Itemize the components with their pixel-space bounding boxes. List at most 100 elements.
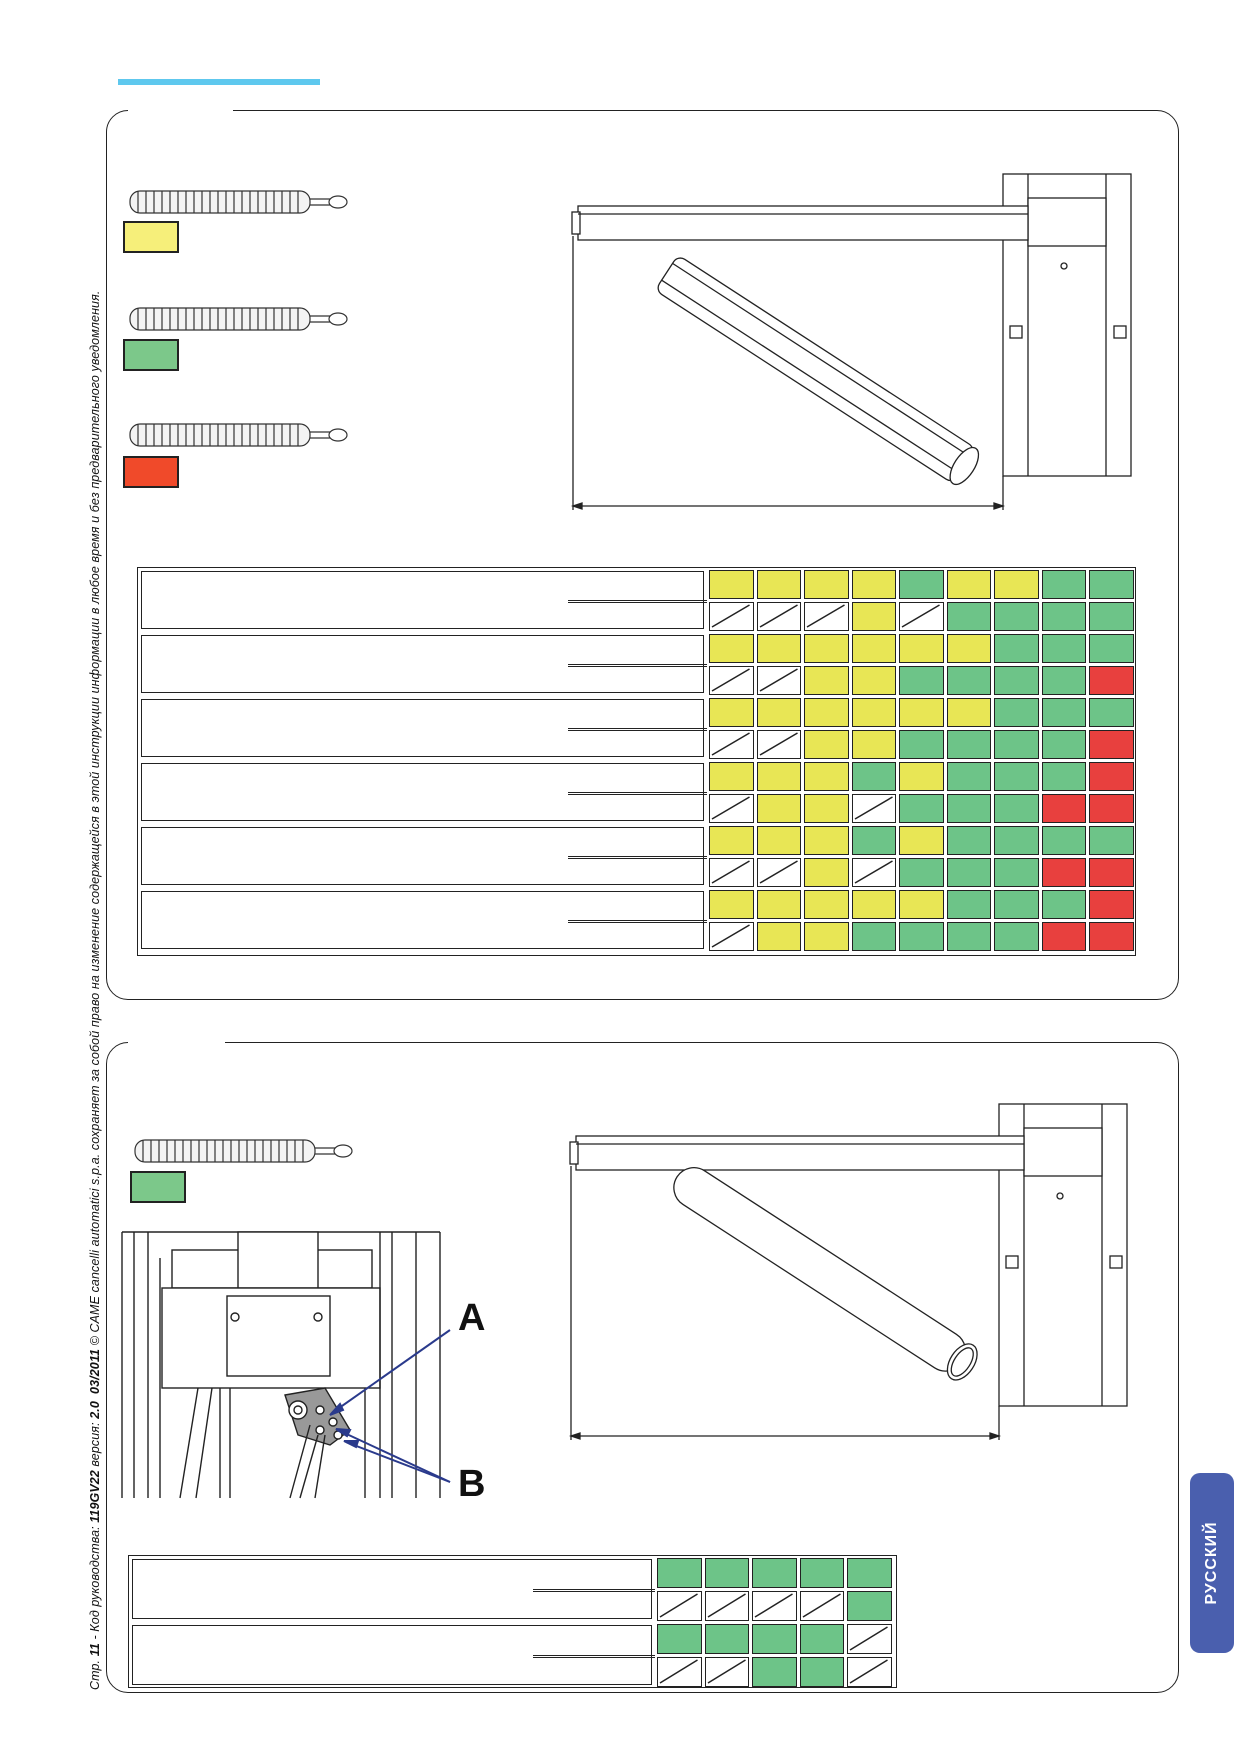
table-cell-spring-color — [1089, 570, 1134, 599]
table-cell-spring-color — [804, 666, 849, 695]
table-cell-spring-color — [799, 1558, 844, 1588]
table-cell-spring-color — [946, 666, 991, 695]
table-cell-not-applicable — [851, 858, 896, 887]
spring-selection-table-top — [137, 567, 1136, 956]
table-cell-spring-color — [851, 826, 896, 855]
table-cell-not-applicable — [756, 858, 801, 887]
table-cell-spring-color — [899, 826, 944, 855]
table-cell-not-applicable — [899, 602, 944, 631]
language-tab[interactable]: РУССКИЙ — [1190, 1473, 1234, 1653]
table-cell-spring-color — [709, 826, 754, 855]
table-cell-not-applicable — [709, 730, 754, 759]
table-cell-not-applicable — [752, 1591, 797, 1621]
table-cell-spring-color — [1041, 570, 1086, 599]
table-cell-not-applicable — [657, 1657, 702, 1687]
table-cell-spring-color — [899, 858, 944, 887]
table-cell-spring-color — [899, 890, 944, 919]
table-cell-spring-color — [946, 698, 991, 727]
table-subrow-divider — [568, 600, 707, 603]
table-cell-spring-color — [851, 730, 896, 759]
table-cell-not-applicable — [851, 794, 896, 823]
table-cell-spring-color — [899, 730, 944, 759]
table-cell-spring-color — [1089, 602, 1134, 631]
table-cell-not-applicable — [709, 922, 754, 951]
table-cell-spring-color — [1041, 922, 1086, 951]
table-cell-spring-color — [1089, 826, 1134, 855]
diagonal-slash-icon — [659, 1659, 698, 1684]
table-cell-spring-color — [1041, 698, 1086, 727]
barrier-illustration-top — [570, 173, 1132, 510]
spring-color-swatch-yellow — [123, 221, 179, 253]
diagonal-slash-icon — [759, 668, 798, 692]
table-cell-spring-color — [994, 698, 1039, 727]
table-cell-spring-color — [994, 826, 1039, 855]
spring-selection-table-bottom — [128, 1555, 897, 1688]
table-cell-spring-color — [799, 1624, 844, 1654]
table-cell-spring-color — [994, 858, 1039, 887]
table-cell-spring-color — [994, 794, 1039, 823]
table-cell-spring-color — [946, 858, 991, 887]
spring-color-swatch-green — [123, 339, 179, 371]
spring-icon — [129, 307, 348, 331]
table-cell-spring-color — [752, 1558, 797, 1588]
table-cell-spring-color — [994, 602, 1039, 631]
table-cell-spring-color — [804, 794, 849, 823]
section-accent-bar — [118, 79, 320, 85]
table-cell-spring-color — [799, 1657, 844, 1687]
table-cell-spring-color — [804, 730, 849, 759]
table-cell-spring-color — [756, 826, 801, 855]
table-cell-spring-color — [752, 1657, 797, 1687]
table-cell-spring-color — [1089, 634, 1134, 663]
table-cell-spring-color — [851, 698, 896, 727]
table-cell-spring-color — [994, 730, 1039, 759]
table-cell-spring-color — [1089, 922, 1134, 951]
table-cell-spring-color — [709, 698, 754, 727]
table-cell-not-applicable — [709, 794, 754, 823]
table-cell-spring-color — [1041, 666, 1086, 695]
table-cell-not-applicable — [704, 1591, 749, 1621]
table-cell-spring-color — [899, 762, 944, 791]
table-cell-spring-color — [756, 570, 801, 599]
diagonal-slash-icon — [711, 796, 750, 820]
diagonal-slash-icon — [711, 732, 750, 756]
panel-top-tab-gap — [128, 106, 233, 112]
table-subrow-divider — [568, 664, 707, 667]
table-subrow-divider — [568, 920, 707, 923]
table-cell-not-applicable — [847, 1657, 892, 1687]
panel-bottom-tab-gap — [128, 1038, 225, 1044]
table-cell-spring-color — [709, 570, 754, 599]
table-cell-spring-color — [946, 602, 991, 631]
table-cell-spring-color — [899, 698, 944, 727]
diagonal-slash-icon — [759, 604, 798, 628]
table-cell-spring-color — [899, 922, 944, 951]
table-cell-not-applicable — [756, 730, 801, 759]
diagonal-slash-icon — [707, 1659, 746, 1684]
table-cell-spring-color — [1041, 794, 1086, 823]
table-cell-spring-color — [1041, 762, 1086, 791]
diagonal-slash-icon — [806, 604, 845, 628]
table-cell-spring-color — [899, 634, 944, 663]
table-cell-spring-color — [899, 794, 944, 823]
spring-color-swatch-red — [123, 456, 179, 488]
diagonal-slash-icon — [754, 1593, 793, 1618]
barrier-illustration-bottom — [568, 1103, 1128, 1440]
table-cell-not-applicable — [709, 666, 754, 695]
table-cell-spring-color — [804, 634, 849, 663]
table-cell-spring-color — [1041, 826, 1086, 855]
table-cell-spring-color — [1089, 890, 1134, 919]
table-cell-spring-color — [847, 1558, 892, 1588]
diagonal-slash-icon — [711, 924, 750, 948]
table-cell-spring-color — [946, 794, 991, 823]
table-cell-spring-color — [946, 890, 991, 919]
diagonal-slash-icon — [849, 1626, 888, 1651]
table-cell-not-applicable — [709, 602, 754, 631]
table-cell-spring-color — [756, 762, 801, 791]
table-cell-spring-color — [851, 890, 896, 919]
table-cell-not-applicable — [799, 1591, 844, 1621]
table-cell-spring-color — [1041, 890, 1086, 919]
table-cell-spring-color — [1089, 666, 1134, 695]
table-cell-spring-color — [899, 570, 944, 599]
table-cell-spring-color — [709, 762, 754, 791]
table-cell-spring-color — [946, 634, 991, 663]
table-cell-spring-color — [946, 730, 991, 759]
